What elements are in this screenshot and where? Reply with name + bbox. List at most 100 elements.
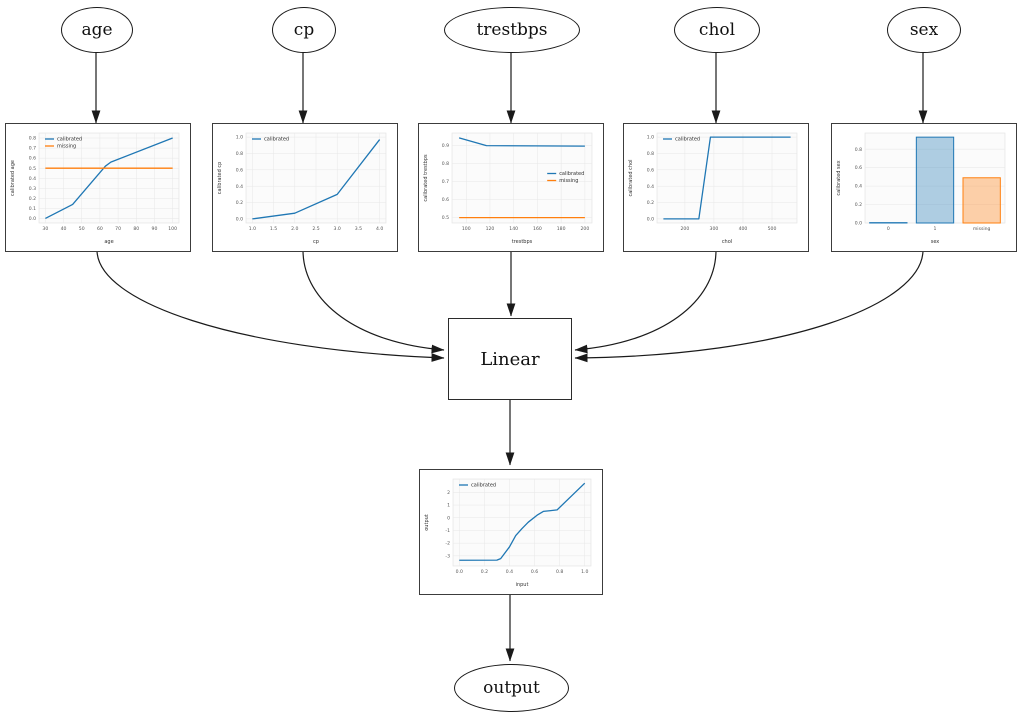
svg-text:0.6: 0.6 <box>236 167 243 173</box>
svg-text:3.5: 3.5 <box>355 226 362 232</box>
svg-text:200: 200 <box>580 226 589 232</box>
svg-text:0.2: 0.2 <box>29 196 36 202</box>
svg-text:calibrated: calibrated <box>264 137 289 143</box>
svg-text:0.8: 0.8 <box>236 151 243 157</box>
svg-text:0.8: 0.8 <box>442 161 449 167</box>
node-chol: chol <box>674 7 760 53</box>
svg-text:missing: missing <box>559 178 578 184</box>
svg-text:0.6: 0.6 <box>29 156 36 162</box>
svg-text:-2: -2 <box>445 541 450 547</box>
node-chol-label: chol <box>698 20 736 40</box>
svg-text:1.0: 1.0 <box>581 569 588 575</box>
edge-cp-calibrator-to-linear <box>302 249 445 354</box>
svg-text:1: 1 <box>934 226 937 232</box>
svg-text:calibrated cp: calibrated cp <box>217 162 223 195</box>
svg-text:0.8: 0.8 <box>556 569 563 575</box>
svg-text:0: 0 <box>447 515 450 521</box>
svg-text:100: 100 <box>168 226 177 232</box>
svg-text:chol: chol <box>722 239 732 245</box>
svg-text:1.0: 1.0 <box>249 226 256 232</box>
svg-text:calibrated: calibrated <box>471 483 496 489</box>
svg-text:missing: missing <box>57 144 76 150</box>
svg-text:100: 100 <box>462 226 471 232</box>
svg-text:calibrated: calibrated <box>559 171 584 177</box>
edge-sex-calibrator-to-linear <box>574 249 924 363</box>
svg-text:120: 120 <box>486 226 495 232</box>
edge-chol-calibrator-to-linear <box>574 249 717 354</box>
node-sex-label: sex <box>909 20 939 40</box>
svg-text:0.5: 0.5 <box>29 166 36 172</box>
svg-text:0.0: 0.0 <box>236 217 243 223</box>
svg-text:70: 70 <box>115 226 121 232</box>
svg-text:0.2: 0.2 <box>647 200 654 206</box>
node-age-label: age <box>81 20 113 40</box>
svg-text:1: 1 <box>447 503 450 509</box>
node-cp: cp <box>272 7 336 53</box>
svg-text:missing: missing <box>973 226 991 232</box>
svg-text:0.8: 0.8 <box>855 147 862 153</box>
svg-text:0.1: 0.1 <box>29 206 36 212</box>
svg-text:4.0: 4.0 <box>376 226 383 232</box>
svg-text:0.8: 0.8 <box>647 151 654 157</box>
svg-text:0.8: 0.8 <box>29 136 36 142</box>
svg-text:-1: -1 <box>445 528 450 534</box>
svg-text:0.4: 0.4 <box>236 184 243 190</box>
svg-text:trestbps: trestbps <box>512 239 533 245</box>
svg-text:0.4: 0.4 <box>29 176 36 182</box>
svg-text:0.2: 0.2 <box>481 569 488 575</box>
svg-text:0.5: 0.5 <box>442 215 449 221</box>
svg-text:50: 50 <box>79 226 85 232</box>
node-cp-label: cp <box>293 20 315 40</box>
svg-text:2: 2 <box>447 490 450 496</box>
svg-text:0.6: 0.6 <box>647 167 654 173</box>
svg-text:30: 30 <box>42 226 48 232</box>
svg-text:1.0: 1.0 <box>647 135 654 141</box>
svg-text:500: 500 <box>768 226 777 232</box>
edge-age-calibrator-to-linear <box>96 249 445 362</box>
svg-text:90: 90 <box>152 226 158 232</box>
svg-text:-3: -3 <box>445 553 450 559</box>
node-linear-label: Linear <box>480 348 540 370</box>
svg-text:calibrated: calibrated <box>675 137 700 143</box>
svg-text:140: 140 <box>509 226 518 232</box>
node-trestbps: trestbps <box>444 7 580 53</box>
svg-text:0.4: 0.4 <box>506 569 513 575</box>
svg-text:0.4: 0.4 <box>855 184 862 190</box>
svg-text:0.3: 0.3 <box>29 186 36 192</box>
svg-text:calibrated age: calibrated age <box>10 160 16 196</box>
node-sex: sex <box>887 7 961 53</box>
svg-text:3.0: 3.0 <box>334 226 341 232</box>
svg-text:80: 80 <box>133 226 139 232</box>
svg-text:0.6: 0.6 <box>531 569 538 575</box>
svg-text:200: 200 <box>680 226 689 232</box>
svg-text:40: 40 <box>61 226 67 232</box>
node-output-label: output <box>483 678 540 698</box>
age-calibration-chart: 30 40 50 60 70 80 90 100 0.0 0.1 0.2 0.3 0.4 0.5 0.6 0.… <box>10 132 180 245</box>
svg-text:0.4: 0.4 <box>647 184 654 190</box>
svg-text:60: 60 <box>97 226 103 232</box>
svg-text:180: 180 <box>557 226 566 232</box>
svg-text:calibrated: calibrated <box>57 137 82 143</box>
svg-text:0.7: 0.7 <box>29 146 36 152</box>
svg-text:400: 400 <box>739 226 748 232</box>
svg-text:0.2: 0.2 <box>236 200 243 206</box>
svg-text:0.0: 0.0 <box>29 216 36 222</box>
svg-text:age: age <box>104 239 113 245</box>
node-trestbps-label: trestbps <box>476 20 548 40</box>
svg-text:sex: sex <box>931 239 940 245</box>
svg-text:2.5: 2.5 <box>312 226 319 232</box>
node-age: age <box>61 7 133 53</box>
svg-text:160: 160 <box>533 226 542 232</box>
svg-text:0.6: 0.6 <box>855 165 862 171</box>
